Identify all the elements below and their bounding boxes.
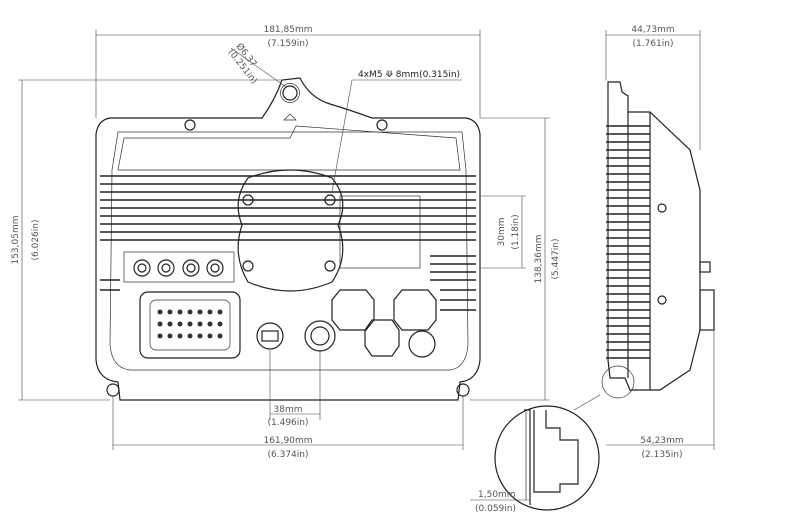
heatsink-fins (100, 175, 476, 311)
detail-view (470, 394, 601, 511)
usb-connector (256, 322, 284, 350)
front-view (95, 77, 481, 401)
body-height-in: (5.447in) (551, 239, 561, 280)
side-total-depth-mm: 54,23mm (640, 436, 683, 446)
window-height-in: (1.18in) (511, 214, 521, 249)
overall-height-mm: 153,05mm (11, 215, 21, 264)
side-fins (606, 125, 650, 359)
mount-thread-label: 4xM5 ⟱ 8mm(0.315in) (358, 70, 460, 80)
m12-connector (304, 320, 336, 352)
side-total-depth-in: (2.135in) (642, 450, 683, 460)
blanking-plugs (331, 289, 437, 358)
mount-width-in: (6.374in) (268, 450, 309, 460)
main-connector (139, 291, 241, 359)
overall-width-mm: 181,85mm (263, 25, 312, 35)
side-depth-in: (1.761in) (633, 39, 674, 49)
detail-gap-in: (0.059in) (475, 504, 516, 514)
mount-plate (237, 169, 344, 292)
body-height-mm: 138,36mm (534, 234, 544, 283)
connector-spacing-in: (1.496in) (268, 418, 309, 428)
detail-gap-mm: 1,50mm (478, 490, 516, 500)
front-dimension-lines (18, 30, 550, 450)
sma-connectors (123, 251, 235, 283)
window-height-mm: 30mm (497, 218, 507, 247)
side-depth-mm: 44,73mm (631, 25, 674, 35)
connector-spacing-mm: 38mm (274, 405, 303, 415)
overall-height-in: (6.026in) (31, 220, 41, 261)
detail-callout-circle (601, 365, 635, 399)
side-view (601, 81, 715, 399)
overall-width-in: (7.159in) (268, 39, 309, 49)
side-dimension-lines (605, 30, 715, 450)
mount-width-mm: 161,90mm (263, 436, 312, 446)
